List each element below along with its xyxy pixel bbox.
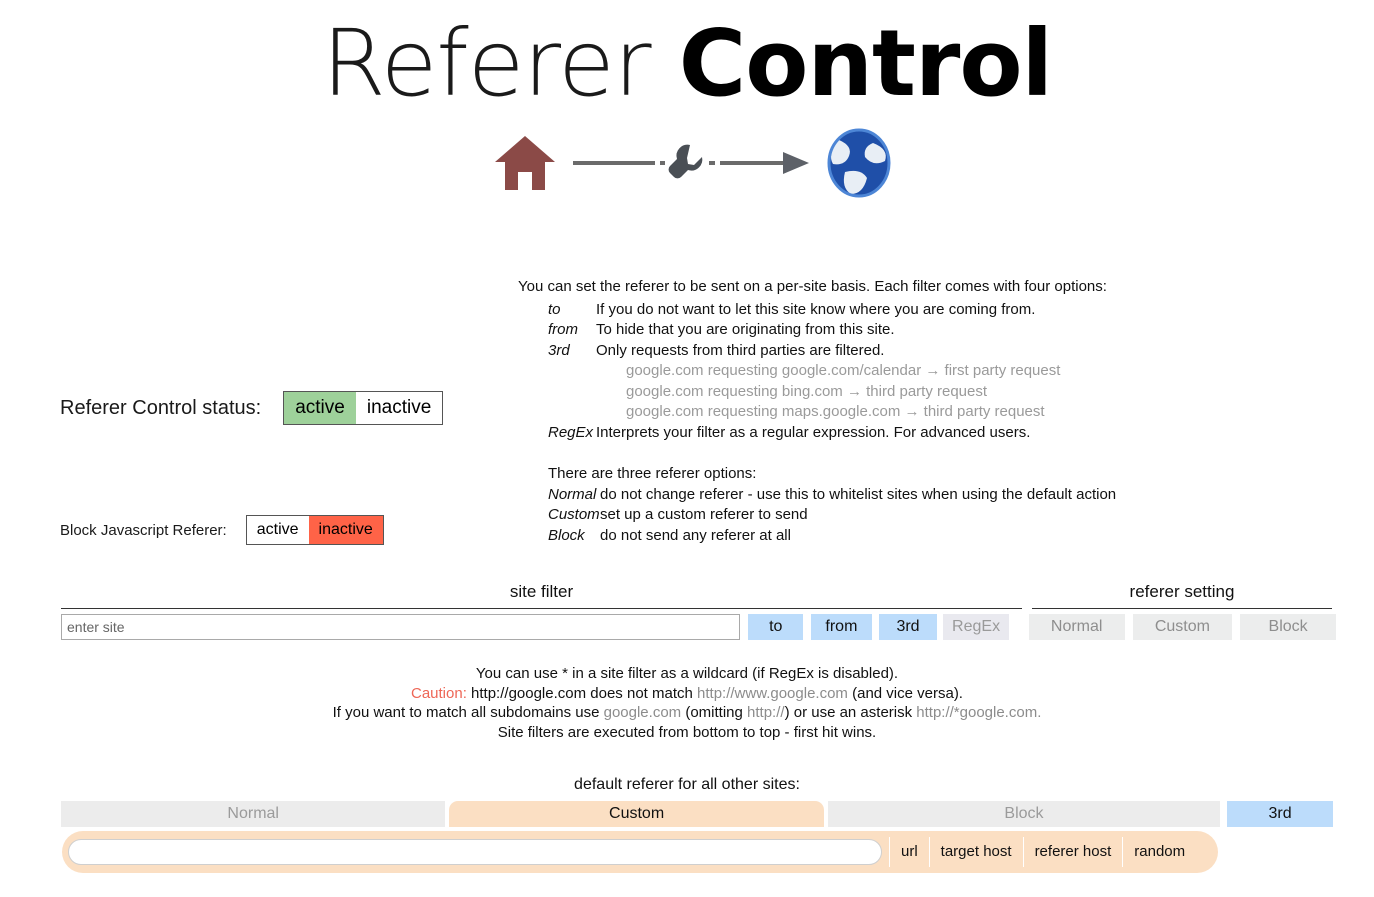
explanation-spacer <box>518 443 1158 464</box>
filter-option-from-term: from <box>548 321 578 338</box>
filter-option-to-term: to <box>548 300 561 318</box>
hint-line-3-d: http:// <box>747 704 785 722</box>
third-party-example-1: google.com requesting google.com/calenda… <box>626 362 1061 379</box>
referer-option-block: Block do not send any referer at all <box>518 526 1158 547</box>
referer-option-custom: Custom set up a custom referer to send <box>518 505 1158 526</box>
custom-button-referer-host[interactable]: referer host <box>1022 837 1123 867</box>
filter-option-3rd: 3rd Only requests from third parties are… <box>518 341 1158 362</box>
filter-option-3rd-term: 3rd <box>548 341 570 359</box>
page-title: Referer Control <box>0 8 1374 120</box>
block-javascript-referer-row: Block Javascript Referer: active inactiv… <box>60 515 384 545</box>
block-javascript-referer-label: Block Javascript Referer: <box>60 521 227 539</box>
default-tab-normal[interactable]: Normal <box>61 801 446 827</box>
block-js-active[interactable]: active <box>246 516 309 544</box>
referer-control-status-active[interactable]: active <box>284 392 356 424</box>
block-javascript-referer-toggle[interactable]: active inactive <box>245 515 384 545</box>
hints-panel: You can use * in a site filter as a wild… <box>0 664 1374 743</box>
filter-option-3rd-desc: Only requests from third parties are fil… <box>596 341 885 359</box>
referer-control-status-inactive[interactable]: inactive <box>355 392 443 424</box>
hint-line-3-b: google.com <box>603 704 682 722</box>
referer-option-block-desc: do not send any referer at all <box>600 526 791 544</box>
custom-button-random[interactable]: random <box>1122 837 1196 867</box>
filter-option-from-desc: To hide that you are originating from th… <box>596 321 895 338</box>
filter-option-regex-term: RegEx <box>548 423 594 441</box>
hint-line-2-c: (and vice versa). <box>847 684 963 702</box>
default-referer-title: default referer for all other sites: <box>574 776 800 793</box>
default-tab-block[interactable]: Block <box>827 801 1221 827</box>
arrow-icon <box>709 152 809 174</box>
custom-button-url[interactable]: url <box>889 837 929 867</box>
custom-referer-bar: url target host referer host random <box>62 831 1218 873</box>
app-header: Referer Control <box>0 0 1374 215</box>
filter-row: to from 3rd RegEx Normal Custom Block <box>61 614 1336 640</box>
hint-line-3: If you want to match all subdomains use … <box>0 703 1374 723</box>
hint-line-2: Caution: http://google.com does not matc… <box>0 684 1374 704</box>
hint-line-1: You can use * in a site filter as a wild… <box>475 665 899 682</box>
block-js-inactive[interactable]: inactive <box>308 516 383 544</box>
filter-option-to: to If you do not want to let this site k… <box>518 300 1158 321</box>
referer-option-normal: Normal do not change referer - use this … <box>518 485 1158 506</box>
default-referer-tabs: Normal Custom Block 3rd <box>61 801 1333 827</box>
third-party-example-3: google.com requesting maps.google.com → … <box>626 403 1045 420</box>
referer-option-normal-desc: do not change referer - use this to whit… <box>600 485 1117 503</box>
default-tab-custom[interactable]: Custom <box>449 801 824 827</box>
referer-option-normal-term: Normal <box>548 485 597 503</box>
referer-button-normal[interactable]: Normal <box>1028 614 1125 640</box>
filter-button-to[interactable]: to <box>748 614 804 640</box>
filter-option-to-desc: If you do not want to let this site know… <box>596 300 1036 318</box>
referer-setting-header: referer setting <box>1032 582 1332 609</box>
filter-option-from: from To hide that you are originating fr… <box>518 320 1158 341</box>
referer-control-status-row: Referer Control status: active inactive <box>60 391 444 425</box>
page-title-word-control: Control <box>678 10 1053 117</box>
wrench-icon <box>668 144 703 179</box>
referer-button-custom[interactable]: Custom <box>1132 614 1233 640</box>
custom-button-target-host[interactable]: target host <box>928 837 1023 867</box>
custom-referer-input[interactable] <box>68 839 882 865</box>
referer-control-status-toggle[interactable]: active inactive <box>283 391 444 425</box>
referer-options-heading: There are three referer options: <box>548 465 757 482</box>
filter-option-regex: RegEx Interprets your filter as a regula… <box>518 423 1158 444</box>
hint-line-4: Site filters are executed from bottom to… <box>497 724 877 742</box>
filter-button-from[interactable]: from <box>811 614 872 640</box>
hint-caution-label: Caution: <box>411 684 467 702</box>
logo-graphic <box>495 128 891 198</box>
filter-option-regex-desc: Interprets your filter as a regular expr… <box>596 423 1031 441</box>
explanation-lead: You can set the referer to be sent on a … <box>518 278 1107 295</box>
filter-button-3rd[interactable]: 3rd <box>878 614 938 640</box>
default-tab-3rd[interactable]: 3rd <box>1227 801 1333 827</box>
referer-option-custom-desc: set up a custom referer to send <box>600 506 808 523</box>
referer-button-block[interactable]: Block <box>1240 614 1336 640</box>
hint-line-2-b: http://www.google.com <box>697 684 848 702</box>
hint-line-3-a: If you want to match all subdomains use <box>332 704 604 722</box>
page-title-word-referer: Referer <box>321 10 679 117</box>
filter-button-regex[interactable]: RegEx <box>943 614 1009 640</box>
globe-icon <box>827 128 891 198</box>
explanation-panel: You can set the referer to be sent on a … <box>518 277 1158 546</box>
referer-control-status-label: Referer Control status: <box>60 396 262 419</box>
site-filter-header: site filter <box>61 582 1022 609</box>
third-party-example-2: google.com requesting bing.com → third p… <box>626 382 988 400</box>
hint-line-3-f: http://*google.com. <box>916 704 1042 722</box>
referer-option-custom-term: Custom <box>548 506 600 523</box>
referer-option-block-term: Block <box>548 526 585 544</box>
hint-line-3-c: (omitting <box>681 704 748 722</box>
home-icon <box>495 136 555 190</box>
hint-line-2-a: http://google.com does not match <box>466 684 698 702</box>
hint-line-3-e: ) or use an asterisk <box>784 704 917 722</box>
site-filter-input[interactable] <box>61 614 741 640</box>
